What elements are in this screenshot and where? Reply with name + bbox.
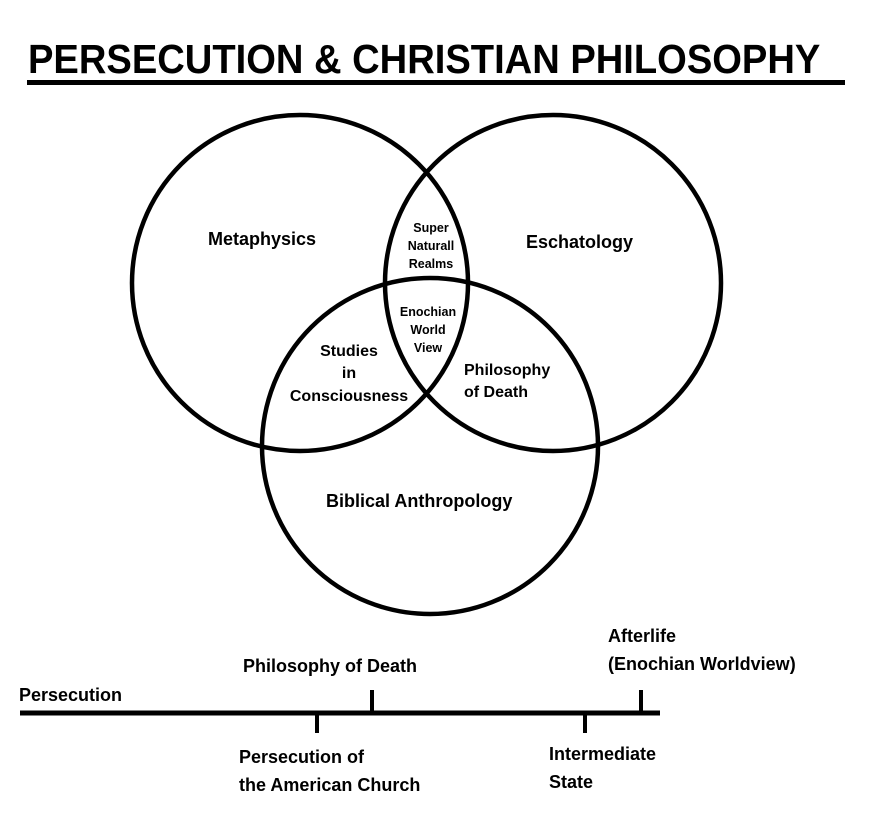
title-underline [27, 80, 845, 85]
timeline-label-persecution-american-church: Persecution of the American Church [239, 744, 420, 800]
label-line: Philosophy [464, 362, 551, 379]
label-line: Persecution of [239, 747, 365, 767]
intersection-label-studies-in-consciousness: Studies in Consciousness [286, 341, 412, 408]
set-label-biblical-anthropology: Biblical Anthropology [326, 491, 513, 511]
label-line: World [410, 323, 446, 338]
label-line: Consciousness [289, 387, 409, 405]
timeline-label-afterlife: Afterlife (Enochian Worldview) [608, 623, 796, 679]
label-line: in [341, 365, 357, 383]
label-line: Studies [320, 343, 378, 360]
label-line: Afterlife [608, 626, 677, 646]
label-line: (Enochian Worldview) [608, 653, 796, 674]
label-line: of Death [464, 384, 528, 402]
intersection-label-enochian-world-view: Enochian World View [392, 303, 464, 357]
timeline-label-intermediate-state: Intermediate State [549, 741, 656, 797]
diagram-title: PERSECUTION & CHRISTIAN PHILOSOPHY [28, 36, 821, 82]
label-line: Enochian [399, 305, 457, 319]
timeline-start-label: Persecution [19, 685, 123, 705]
label-line: View [413, 341, 443, 356]
label-line: Naturall [407, 239, 455, 254]
venn-circle-anthropology [259, 275, 601, 617]
label-line: Super [413, 221, 449, 235]
intersection-label-philosophy-of-death: Philosophy of Death [464, 360, 550, 405]
label-line: State [549, 771, 594, 792]
label-line: Realms [408, 257, 454, 272]
timeline-label-philosophy-of-death: Philosophy of Death [243, 653, 417, 681]
intersection-label-supernatural-realms: Super Naturall Realms [396, 219, 466, 273]
set-label-metaphysics: Metaphysics [208, 229, 317, 249]
label-line: the American Church [239, 774, 421, 795]
set-label-eschatology: Eschatology [526, 232, 634, 252]
venn-circle-eschatology [382, 112, 724, 454]
label-line: Philosophy of Death [243, 656, 418, 676]
label-line: Intermediate [549, 744, 657, 764]
